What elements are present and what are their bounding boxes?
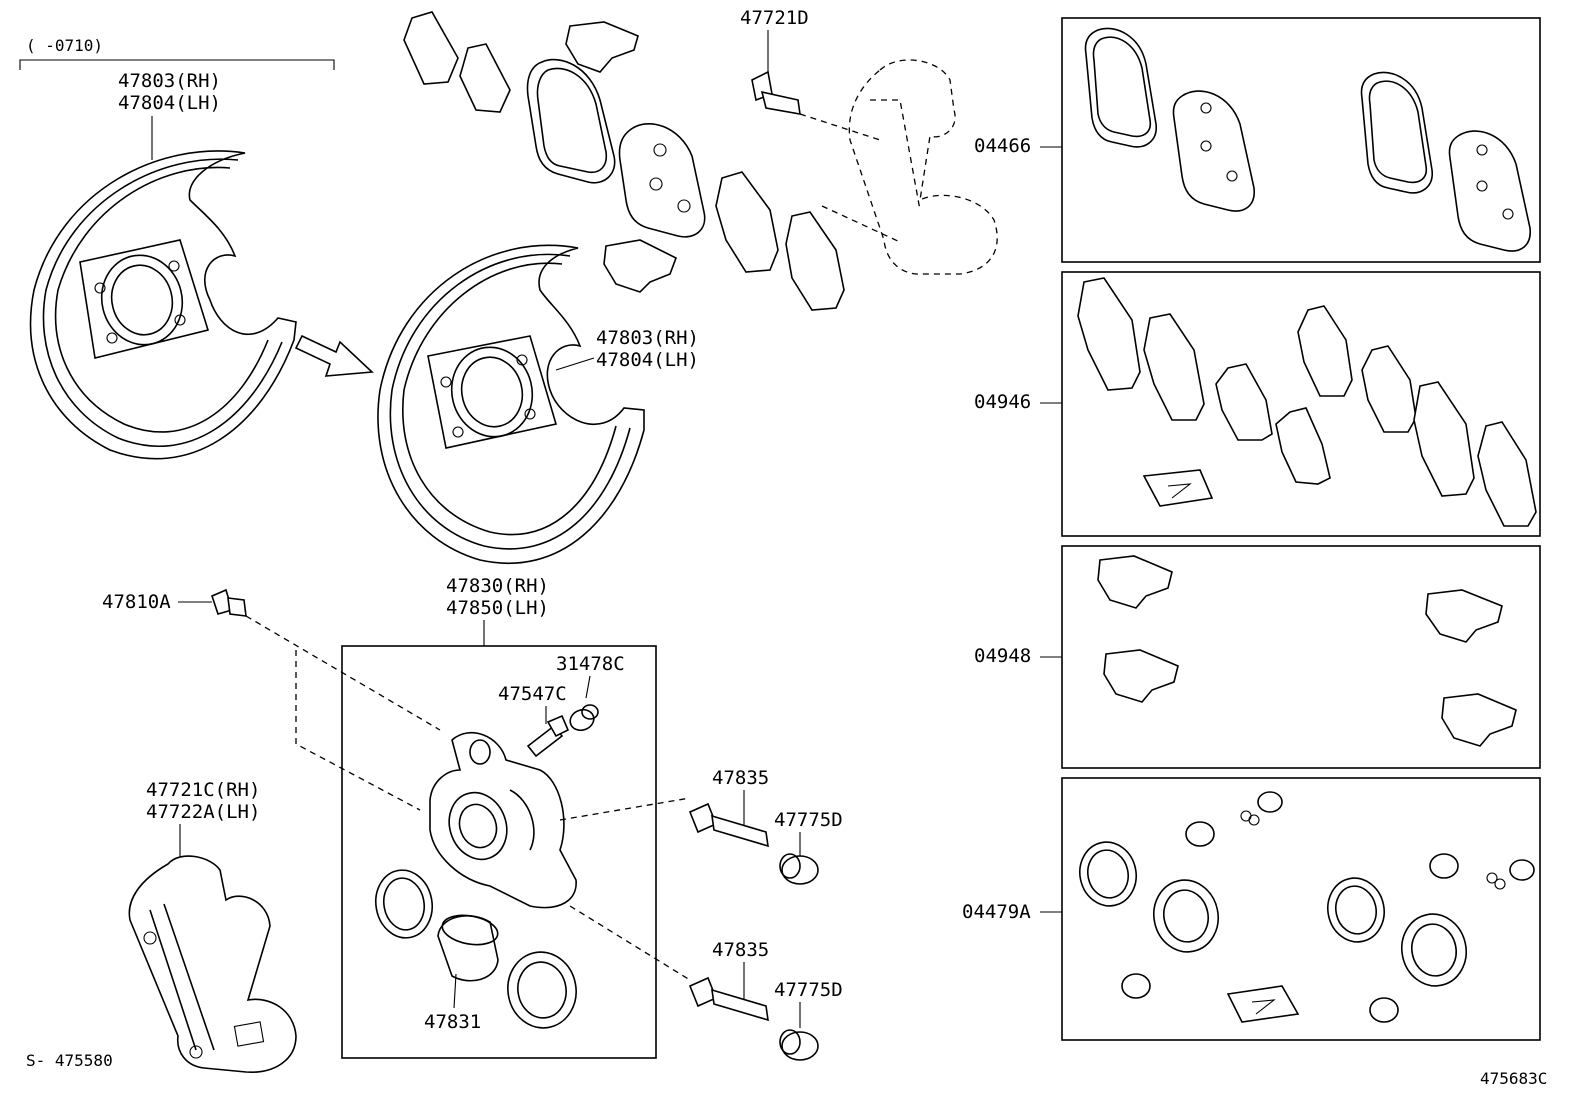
mounting-bracket-top-dashed <box>799 59 998 275</box>
label-31478c: 31478C <box>556 653 625 675</box>
label-47810a: 47810A <box>102 591 171 613</box>
backing-plate-left <box>29 150 297 460</box>
reference-code-right: 475683C <box>1480 1069 1547 1088</box>
kit-box-04948 <box>1061 545 1541 769</box>
label-47803-rh: 47803(RH) <box>596 327 699 349</box>
kit-box-04946 <box>1061 271 1541 537</box>
label-47835-lower: 47835 <box>712 939 769 961</box>
mounting-bracket-47721c <box>128 855 297 1073</box>
caliper-body <box>429 731 577 909</box>
label-04946: 04946 <box>974 391 1031 413</box>
brake-pad-top-1 <box>526 58 616 184</box>
bleeder-screw-47547c <box>526 714 570 758</box>
bolt-47810a <box>211 588 247 617</box>
label-47547c: 47547C <box>498 683 567 705</box>
arrow-icon <box>294 334 374 377</box>
shim-pieces-mid <box>603 171 845 311</box>
reference-code-left: S- 475580 <box>26 1051 113 1070</box>
pin-boot-lower <box>779 1029 819 1061</box>
piston-47831 <box>437 914 499 982</box>
label-47804-lh-top: 47804(LH) <box>118 92 221 114</box>
label-47830-rh: 47830(RH) <box>446 575 549 597</box>
label-47775d-upper: 47775D <box>774 809 843 831</box>
kit-box-04479a <box>1061 777 1541 1041</box>
shim-pieces-top <box>403 11 639 113</box>
kit-box-04466 <box>1061 17 1541 263</box>
label-47831: 47831 <box>424 1011 481 1033</box>
label-47835-upper: 47835 <box>712 767 769 789</box>
label-47721d: 47721D <box>740 7 809 29</box>
pin-boot-upper <box>779 853 819 885</box>
label-04479a: 04479A <box>962 901 1031 923</box>
clip-set <box>1097 555 1517 747</box>
bleeder-cap-31478c <box>569 704 599 732</box>
backing-plate-center <box>377 244 645 565</box>
label-04466: 04466 <box>974 135 1031 157</box>
slide-pin-lower <box>688 976 769 1022</box>
pad-set-1 <box>1084 27 1255 212</box>
label-47722a-lh: 47722A(LH) <box>146 801 260 823</box>
seal-ring <box>375 869 433 939</box>
date-range-label: ( -0710) <box>26 36 103 55</box>
seal-kit-set <box>1079 791 1535 1023</box>
bolt-47721d <box>751 70 801 115</box>
brake-pad-top-2 <box>618 122 706 238</box>
piston-boot <box>507 951 577 1029</box>
pad-set-2 <box>1360 71 1531 252</box>
label-04948: 04948 <box>974 645 1031 667</box>
slide-pin-upper <box>688 802 769 848</box>
shim-set <box>1077 277 1537 527</box>
caliper-box <box>341 645 657 1059</box>
label-47775d-lower: 47775D <box>774 979 843 1001</box>
label-47804-lh: 47804(LH) <box>596 349 699 371</box>
label-47803-rh-top: 47803(RH) <box>118 70 221 92</box>
label-47850-lh: 47850(LH) <box>446 597 549 619</box>
label-47721c-rh: 47721C(RH) <box>146 779 260 801</box>
